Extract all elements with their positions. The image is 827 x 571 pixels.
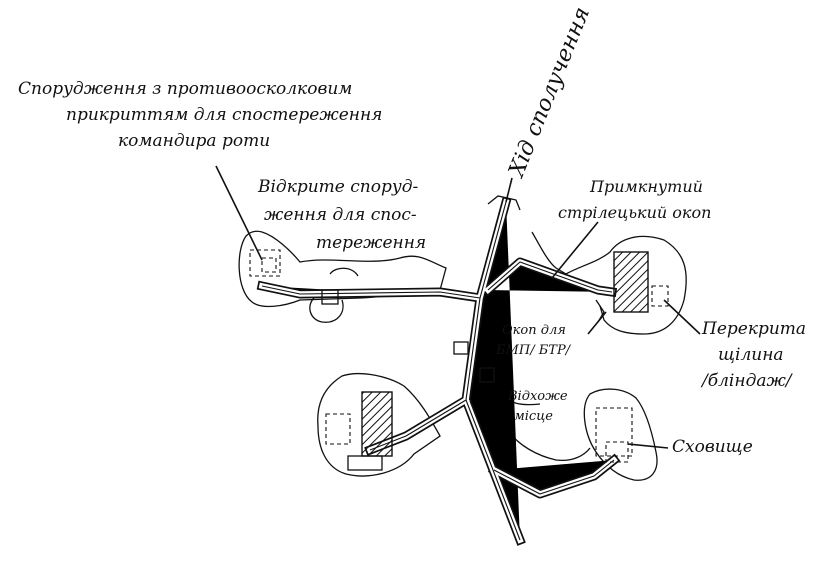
label-latrine-line1: Відхоже xyxy=(507,389,568,404)
covered-slit-entrance xyxy=(651,285,669,307)
left-post-blob xyxy=(309,297,344,323)
label-shelter: Сховище xyxy=(672,437,753,457)
label-rifle-trench-line2: стрілецький окоп xyxy=(558,203,711,222)
label-communication-trench: Хід сполучення xyxy=(504,4,596,182)
leader-communication-trench xyxy=(505,177,513,203)
command-post-inner xyxy=(261,257,277,273)
label-covered-slit-line1: Перекрита xyxy=(701,319,806,339)
open-post-box xyxy=(321,289,339,305)
label-open-post-line1: Відкрите споруд- xyxy=(257,177,418,197)
lower-left-hatched-block xyxy=(361,391,393,457)
latrine-box xyxy=(479,367,495,383)
labels: Спорудження з противоосколковим прикритт… xyxy=(18,4,806,457)
label-command-post-line2: прикриттям для спостереження xyxy=(66,105,382,125)
covered-slit-hatched xyxy=(613,251,649,313)
label-command-post-line1: Спорудження з противоосколковим xyxy=(18,79,352,99)
label-rifle-trench-line1: Примкнутий xyxy=(589,177,703,196)
label-covered-slit-line2: щілина xyxy=(718,345,784,365)
left-post-mound xyxy=(238,230,447,308)
trench-network xyxy=(262,202,614,540)
leader-covered-slit xyxy=(663,299,701,335)
label-command-post-line3: командира роти xyxy=(118,131,270,151)
label-open-post-line3: тереження xyxy=(316,233,426,253)
shelter-outer xyxy=(595,407,633,457)
structures xyxy=(249,249,669,471)
label-bmp-line1: Окоп для xyxy=(502,323,566,338)
lower-left-step-a xyxy=(347,455,383,471)
label-latrine-line2: місце xyxy=(514,409,553,424)
lower-right-mound xyxy=(583,388,658,481)
lower-left-entrance xyxy=(325,413,351,445)
right-mound xyxy=(531,231,687,335)
open-post-arc xyxy=(329,267,359,277)
leader-lines xyxy=(215,165,701,449)
label-open-post-line2: ження для спос- xyxy=(264,205,417,225)
lower-left-mound xyxy=(317,373,441,477)
leader-rifle-trench xyxy=(551,221,599,279)
label-bmp-line2: БМП/ БТР/ xyxy=(495,343,572,358)
junction-box xyxy=(453,341,469,355)
label-covered-slit-line3: /бліндаж/ xyxy=(700,371,794,391)
leader-command-post xyxy=(215,165,263,261)
leader-shelter xyxy=(627,443,669,449)
command-post-outer xyxy=(249,249,281,277)
shelter-inner xyxy=(605,441,629,463)
leader-bmp-trench xyxy=(587,311,607,335)
